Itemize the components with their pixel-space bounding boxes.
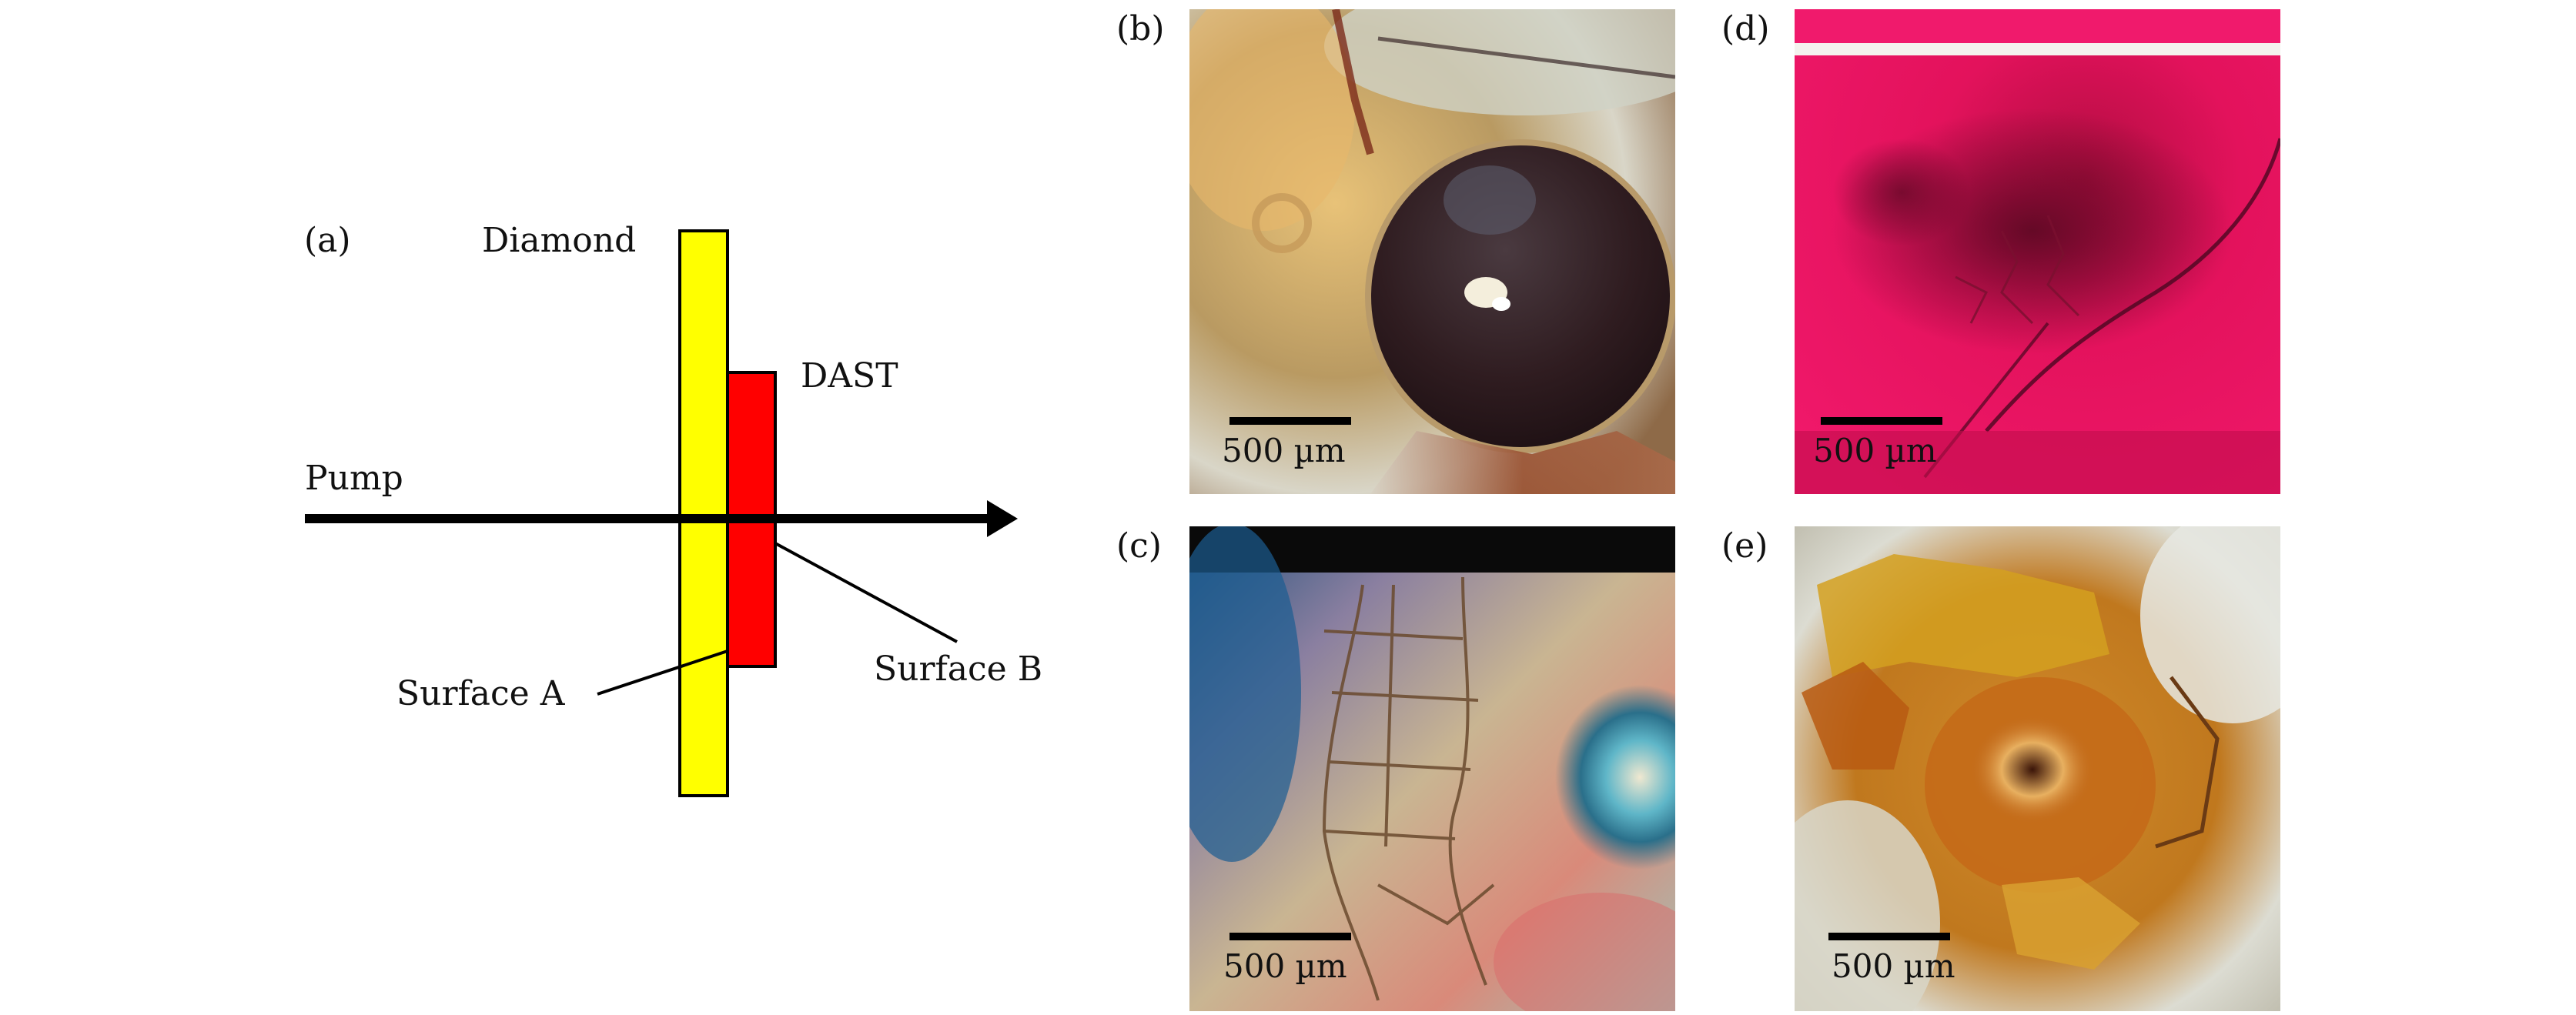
- photo-b-image: [1189, 9, 1675, 494]
- pump-label: Pump: [305, 459, 403, 498]
- scale-bar-label-b: 500 µm: [1222, 432, 1346, 469]
- scale-bar-e: [1828, 933, 1950, 940]
- scale-bar-c: [1229, 933, 1351, 940]
- surface-a-label: Surface A: [396, 674, 566, 713]
- diamond-plate: [678, 229, 729, 797]
- scale-bar-b: [1229, 417, 1351, 425]
- dast-label: DAST: [801, 356, 898, 396]
- scale-bar-label-d: 500 µm: [1813, 432, 1937, 469]
- photo-panel-c: (c): [1116, 526, 1675, 1011]
- schematic-diagram: (a) Diamond DAST Pump Surface A Surface …: [304, 221, 1042, 797]
- scale-bar-label-e: 500 µm: [1832, 947, 1955, 985]
- surface-b-label: Surface B: [874, 649, 1042, 689]
- surface-a-leader-line: [597, 649, 728, 696]
- photo-panel-b: (b) 500 µm: [1116, 9, 1675, 494]
- panel-label-d: (d): [1721, 9, 1770, 48]
- photo-e-image: [1795, 526, 2280, 1011]
- photo-c-image: [1189, 526, 1675, 1011]
- scale-bar-d: [1821, 417, 1942, 425]
- photo-d-image: [1795, 9, 2280, 494]
- panel-label-e: (e): [1721, 526, 1768, 566]
- photo-panel-d: (d) 500 µm: [1721, 9, 2280, 494]
- panel-label-c: (c): [1116, 526, 1162, 566]
- surface-b-leader-line: [774, 542, 958, 643]
- panel-label-b: (b): [1116, 9, 1165, 48]
- panel-label-a: (a): [304, 221, 351, 260]
- scale-bar-label-c: 500 µm: [1223, 947, 1347, 985]
- photo-b-hole: [1365, 139, 1675, 453]
- diamond-label: Diamond: [482, 221, 636, 260]
- photo-panel-e: (e) 500 µm: [1721, 526, 2280, 1011]
- pump-arrow-head-icon: [987, 500, 1018, 537]
